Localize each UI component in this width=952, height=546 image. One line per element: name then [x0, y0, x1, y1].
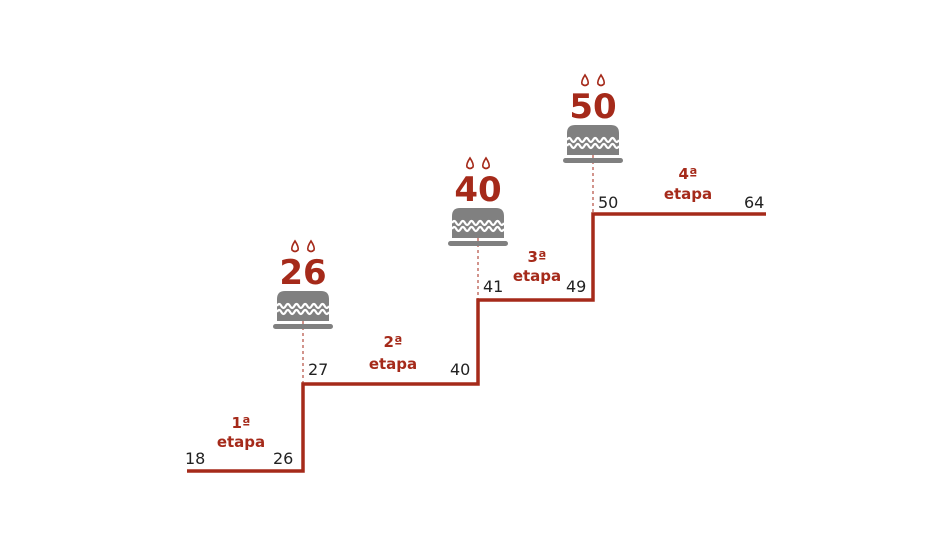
- stage-1-end: 26: [273, 449, 293, 468]
- milestone-age-26: 26: [279, 253, 326, 293]
- milestone-age-50: 50: [569, 87, 616, 127]
- candle-flame-icon: [581, 73, 589, 87]
- stage-4-start: 50: [598, 193, 618, 212]
- cake-plate: [448, 241, 508, 246]
- stage-1-start: 18: [185, 449, 205, 468]
- cake-plate: [563, 158, 623, 163]
- candle-flame-icon: [597, 73, 605, 87]
- stage-4-end: 64: [744, 193, 764, 212]
- stage-1-label: etapa: [217, 433, 265, 451]
- birthday-cake-icon: [448, 208, 508, 246]
- staircase-line: [187, 212, 766, 473]
- candle-flame-icon: [307, 239, 315, 253]
- stage-2-start: 27: [308, 360, 328, 379]
- candle-flame-icon: [466, 156, 474, 170]
- stage-3-end: 49: [566, 277, 586, 296]
- stage-3-start: 41: [483, 277, 503, 296]
- stage-1-ordinal: 1ª: [232, 414, 251, 432]
- stage-4-ordinal: 4ª: [679, 165, 698, 183]
- stage-2-ordinal: 2ª: [384, 333, 403, 351]
- birthday-cake-icon: [563, 125, 623, 163]
- candle-flame-icon: [291, 239, 299, 253]
- birthday-cake-icon: [273, 291, 333, 329]
- stage-2-end: 40: [450, 360, 470, 379]
- stage-4-label: etapa: [664, 185, 712, 203]
- milestone-age-40: 40: [454, 170, 501, 210]
- stage-2-label: etapa: [369, 355, 417, 373]
- stage-3-label: etapa: [513, 267, 561, 285]
- stage-3-ordinal: 3ª: [528, 248, 547, 266]
- cake-plate: [273, 324, 333, 329]
- candle-flame-icon: [482, 156, 490, 170]
